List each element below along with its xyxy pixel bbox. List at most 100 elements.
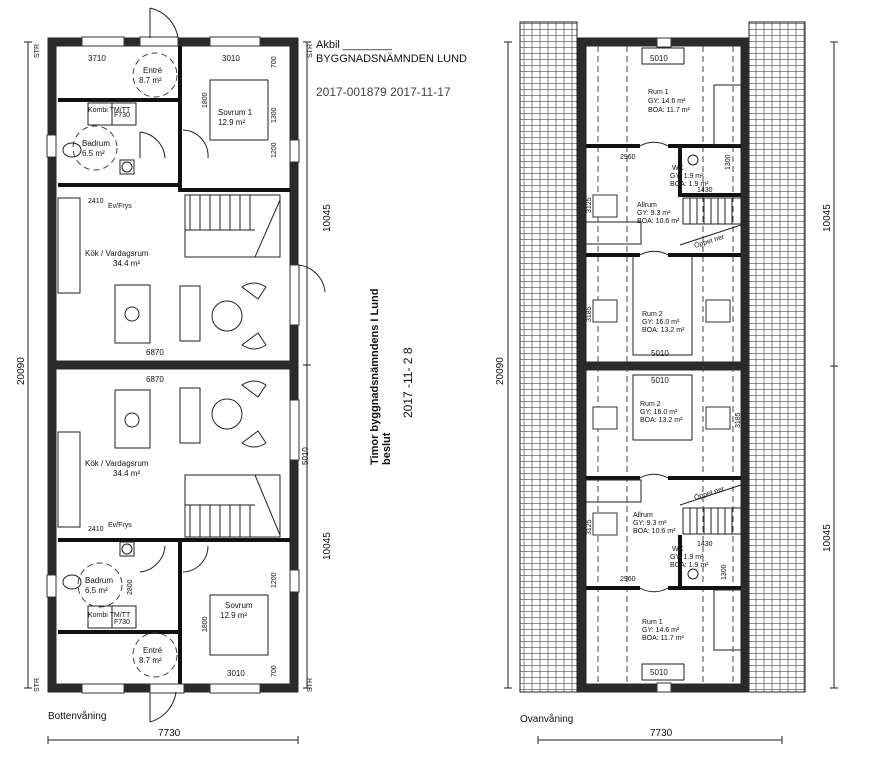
dim-label: 6870 <box>146 375 164 384</box>
stamp-rotated: beslut <box>381 432 393 465</box>
turning-circle <box>132 632 178 678</box>
door-swing <box>149 7 179 39</box>
roof-right <box>748 21 806 693</box>
room-area: 34.4 m² <box>113 469 140 478</box>
dim-label: 1200 <box>271 142 278 158</box>
room-area: BOA: 11.7 m² <box>642 635 685 642</box>
room-name: Allrum <box>633 512 653 519</box>
window <box>46 134 57 158</box>
kitchen-counter <box>57 431 81 528</box>
staircase-top <box>184 194 281 258</box>
room-area: 8.7 m² <box>139 656 162 665</box>
open-below-label: Öppet ner <box>693 484 726 501</box>
dim-label: 2960 <box>620 154 636 161</box>
patio-door[interactable] <box>289 399 300 461</box>
appliance-label: Kombi TM/TT <box>88 612 131 619</box>
room-area: BOA: 1.9 m² <box>670 181 709 188</box>
stamp-line: Akbil ________ <box>316 39 393 51</box>
room-name: Entré <box>143 66 163 75</box>
appliance-label: F730 <box>114 619 130 626</box>
dim-label: 3185 <box>586 306 593 322</box>
height-dim: 20090 <box>495 357 506 385</box>
entrance-door[interactable] <box>139 36 179 47</box>
appliance-label: Kombi TM/TT <box>88 107 131 114</box>
appliance-label: Ev/Frys <box>108 522 132 529</box>
room-area: GY: 9.3 m² <box>633 520 667 527</box>
window <box>289 569 300 593</box>
str-label: STR <box>307 678 314 692</box>
room-area: BOA: 11.7 m² <box>648 107 691 114</box>
half-dim: 10045 <box>322 532 333 560</box>
dim-label: 700 <box>271 56 278 68</box>
stamp-line: BYGGNADSNÄMNDEN LUND <box>316 53 467 65</box>
room-name: WC <box>672 546 684 553</box>
inner-walls-bottom <box>58 538 290 692</box>
toilet <box>62 102 137 629</box>
dim-label: 2960 <box>620 576 636 583</box>
dim-label: 5010 <box>301 447 310 465</box>
door-swing <box>139 545 166 573</box>
room-name: WC <box>672 165 684 172</box>
room-area: BOA: 10.6 m² <box>633 528 676 535</box>
dim-label: 3710 <box>88 54 106 63</box>
door-swing <box>297 264 326 293</box>
upper-floor-plan: 5010 Rum 1 GY: 14.6 m² BOA: 11.7 m² 2960… <box>495 21 838 744</box>
appliance-label: F730 <box>114 112 130 119</box>
window <box>209 36 261 47</box>
room-name: Kök / Vardagsrum <box>85 459 149 468</box>
staircase-bottom <box>184 474 281 538</box>
turning-circle <box>77 562 123 608</box>
bed <box>209 79 269 656</box>
ground-floor-plan: 3710 Entré 8.7 m² Kombi TM/TT F730 Badru… <box>16 7 333 744</box>
furniture <box>585 37 742 693</box>
room-name: Badrum <box>82 139 110 148</box>
window <box>209 683 261 694</box>
roof-window <box>592 194 731 536</box>
width-dim: 7730 <box>158 728 181 739</box>
dim-label: 5010 <box>650 668 668 677</box>
half-dim: 10045 <box>822 524 833 552</box>
appliance-label: Ev/Frys <box>108 203 132 210</box>
roof-left <box>519 21 578 693</box>
half-dim: 10045 <box>822 204 833 232</box>
approval-stamp: Akbil ________ BYGGNADSNÄMNDEN LUND 2017… <box>316 39 467 465</box>
dimension-lines <box>24 41 311 744</box>
dining-table <box>114 284 151 449</box>
room-area: 6.5 m² <box>82 149 105 158</box>
room-area: 8.7 m² <box>139 76 162 85</box>
dim-label: 6870 <box>146 348 164 357</box>
stamp-date: 2017 -11- 2 8 <box>401 347 415 418</box>
room-area: BOA: 1.9 m² <box>670 562 709 569</box>
dim-label: 3185 <box>735 412 742 428</box>
room-area: GY: 9.3 m² <box>637 210 671 217</box>
turning-circle <box>72 125 118 171</box>
entrance-door[interactable] <box>149 683 185 694</box>
patio-door[interactable] <box>289 264 300 326</box>
room-area: GY: 14.6 m² <box>642 627 680 634</box>
room-name: Sovrum <box>225 601 253 610</box>
door-swing <box>182 129 209 159</box>
floor-title: Ovanvåning <box>520 713 573 725</box>
dim-label: 2800 <box>127 579 134 595</box>
room-area: BOA: 10.6 m² <box>637 218 680 225</box>
dim-label: 3010 <box>222 54 240 63</box>
door-swing <box>182 545 209 573</box>
room-area: GY: 1.9 m² <box>670 173 704 180</box>
room-outlines <box>632 141 693 593</box>
dim-label: 1200 <box>271 572 278 588</box>
room-area: 12.9 m² <box>218 118 245 127</box>
dim-label: 1430 <box>697 541 713 548</box>
dim-label: 3010 <box>227 669 245 678</box>
room-area: GY: 1.9 m² <box>670 554 704 561</box>
inner-walls <box>586 144 741 590</box>
room-area: GY: 16.0 m² <box>640 409 678 416</box>
turning-circle <box>132 52 178 98</box>
room-name: Rum 2 <box>640 401 661 408</box>
dim-label: 3125 <box>586 197 593 213</box>
room-name: Badrum <box>85 576 113 585</box>
door-swing <box>139 131 166 159</box>
width-dim: 7730 <box>650 728 673 739</box>
room-name: Entré <box>143 646 163 655</box>
dim-label: 2410 <box>88 198 104 205</box>
dim-label: 5010 <box>651 349 669 358</box>
